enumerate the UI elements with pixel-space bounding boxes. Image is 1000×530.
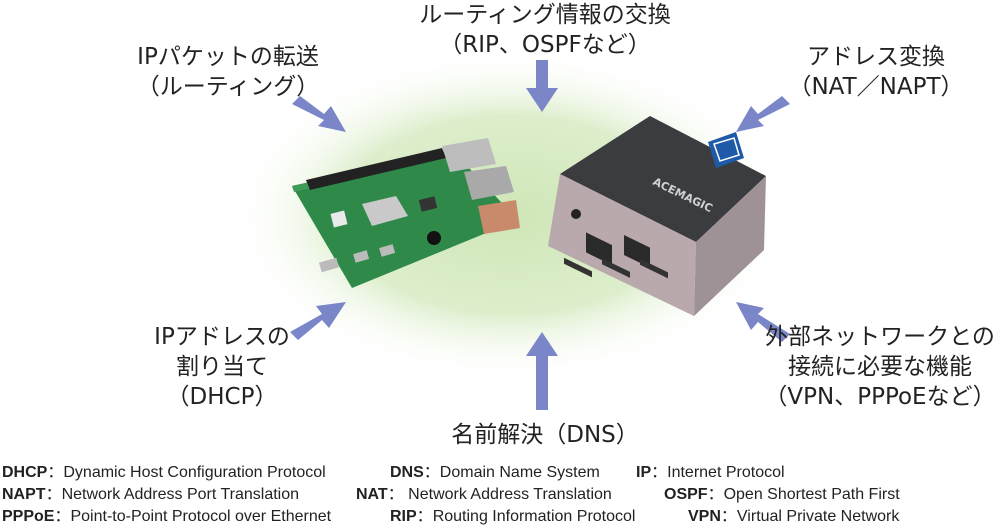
legend-abbr: PPPoE: [2, 508, 55, 525]
arrow-top: [526, 60, 558, 112]
legend-item: DNS：Domain Name System: [390, 462, 600, 484]
legend-abbr: DHCP: [2, 464, 48, 481]
legend-full: Virtual Private Network: [736, 508, 900, 525]
label-ip-assignment: IPアドレスの 割り当て （DHCP）: [132, 322, 312, 412]
legend-item: PPPoE：Point-to-Point Protocol over Ether…: [2, 506, 331, 528]
arrow-bottom-left: [290, 302, 346, 340]
label-line: （ルーティング）: [136, 74, 320, 100]
legend-item: OSPF：Open Shortest Path First: [664, 484, 900, 506]
label-line: アドレス変換: [807, 44, 945, 70]
legend-sep: ：: [387, 486, 404, 503]
legend-sep: ：: [45, 486, 62, 503]
legend-full: Open Shortest Path First: [723, 486, 900, 503]
label-line: 割り当て: [176, 354, 268, 380]
label-line: 外部ネットワークとの: [765, 324, 995, 350]
label-line: （NAT／NAPT）: [788, 74, 964, 100]
raspberry-pi-board: [292, 138, 520, 288]
arrow-top-right: [736, 96, 790, 132]
legend-abbr: NAPT: [2, 486, 46, 503]
legend-item: IP：Internet Protocol: [636, 462, 785, 484]
legend-sep: ：: [54, 508, 71, 525]
legend-item: NAT： Network Address Translation: [356, 484, 612, 506]
label-address-translation: アドレス変換 （NAT／NAPT）: [776, 42, 976, 102]
legend-abbr: VPN: [688, 508, 721, 525]
legend-sep: ：: [720, 508, 737, 525]
label-line: （RIP、OSPFなど）: [439, 32, 651, 58]
legend-full: Domain Name System: [439, 464, 600, 481]
legend-abbr: IP: [636, 464, 652, 481]
legend-abbr: NAT: [356, 486, 388, 503]
legend-full: Network Address Translation: [403, 486, 612, 503]
legend-item: NAPT：Network Address Port Translation: [2, 484, 299, 506]
legend-abbr: OSPF: [664, 486, 708, 503]
legend-full: Network Address Port Translation: [61, 486, 300, 503]
legend-item: RIP：Routing Information Protocol: [390, 506, 635, 528]
legend-sep: ：: [47, 464, 64, 481]
legend-sep: ：: [707, 486, 724, 503]
legend-sep: ：: [423, 464, 440, 481]
label-name-resolution: 名前解決（DNS）: [420, 420, 670, 450]
legend-item: VPN：Virtual Private Network: [688, 506, 899, 528]
legend-sep: ：: [651, 464, 668, 481]
label-external-connection: 外部ネットワークとの 接続に必要な機能 （VPN、PPPoEなど）: [764, 322, 996, 412]
legend-abbr: RIP: [390, 508, 417, 525]
legend-item: DHCP：Dynamic Host Configuration Protocol: [2, 462, 326, 484]
label-routing-exchange: ルーティング情報の交換 （RIP、OSPFなど）: [400, 0, 690, 60]
legend-abbr: DNS: [390, 464, 424, 481]
label-line: ルーティング情報の交換: [419, 2, 671, 28]
label-line: 名前解決（DNS）: [451, 422, 639, 448]
label-line: IPパケットの転送: [137, 44, 319, 70]
arrow-top-left: [292, 96, 346, 132]
label-line: （DHCP）: [166, 384, 278, 410]
label-line: 接続に必要な機能: [788, 354, 972, 380]
legend-sep: ：: [416, 508, 433, 525]
arrow-bottom-right: [736, 302, 790, 342]
label-line: （VPN、PPPoEなど）: [764, 384, 996, 410]
legend-full: Routing Information Protocol: [432, 508, 636, 525]
legend-full: Dynamic Host Configuration Protocol: [63, 464, 326, 481]
mini-pc-router: ACEMAGIC: [548, 116, 766, 316]
label-line: IPアドレスの: [154, 324, 290, 350]
legend-full: Internet Protocol: [667, 464, 785, 481]
arrow-bottom: [526, 332, 558, 410]
label-ip-forwarding: IPパケットの転送 （ルーティング）: [118, 42, 338, 102]
legend-full: Point-to-Point Protocol over Ethernet: [70, 508, 332, 525]
